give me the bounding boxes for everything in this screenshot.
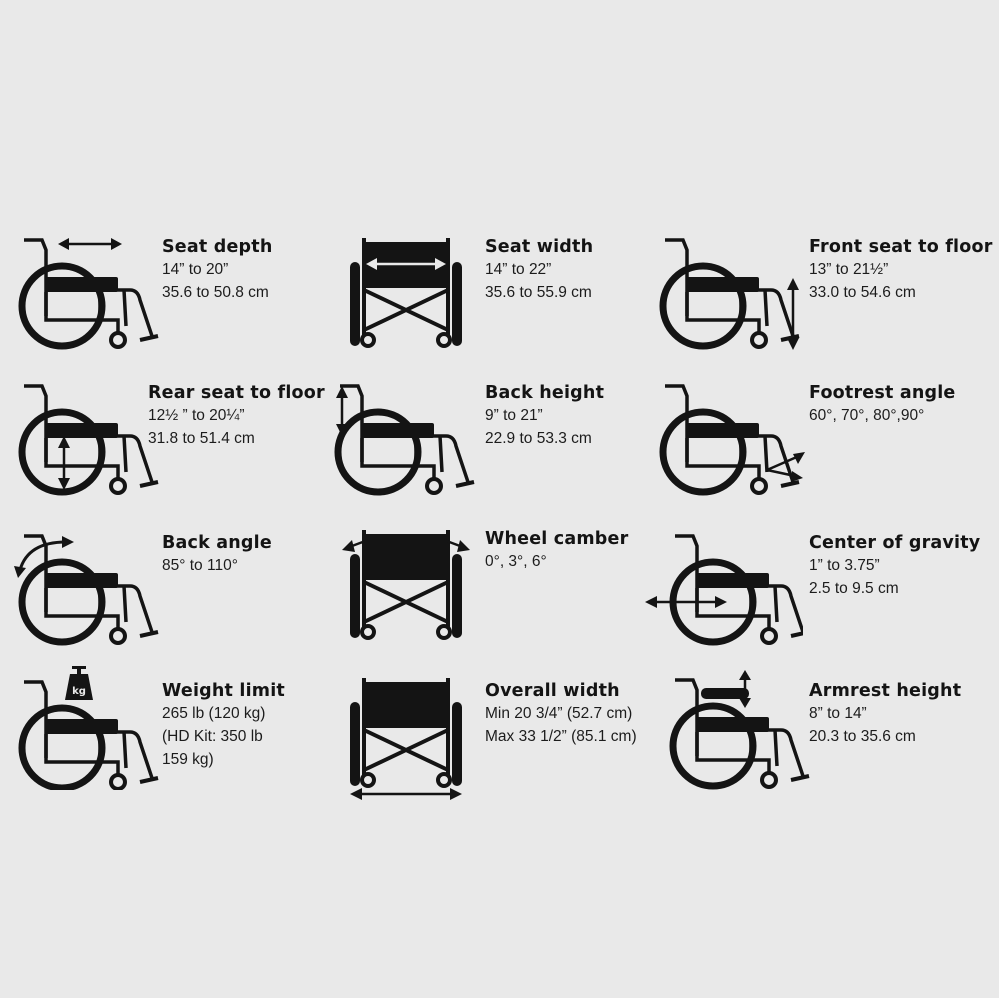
spec-rear-seat-to-floor: Rear seat to floor 12½ ” to 20¼” 31.8 to…	[14, 382, 344, 512]
spec-value: 9” to 21”	[485, 407, 543, 424]
spec-value: 12½ ” to 20¼”	[148, 407, 245, 424]
spec-value: 85° to 110°	[162, 557, 238, 574]
spec-title: Back angle	[162, 533, 272, 553]
wheel-camber-icon	[340, 528, 500, 658]
spec-title: Weight limit	[162, 681, 285, 701]
spec-title: Seat depth	[162, 237, 273, 257]
spec-value: 60°, 70°, 80°,90°	[809, 407, 925, 424]
footrest-angle-icon	[655, 382, 815, 512]
spec-value: 14” to 20”	[162, 261, 229, 278]
seat-width-icon	[340, 236, 500, 366]
spec-value: 265 lb (120 kg)	[162, 705, 266, 722]
spec-title: Seat width	[485, 237, 594, 257]
spec-value: 35.6 to 50.8 cm	[162, 284, 269, 301]
seat-depth-icon	[14, 236, 174, 366]
spec-seat-width: Seat width 14” to 22” 35.6 to 55.9 cm	[340, 236, 670, 366]
spec-value: 8” to 14”	[809, 705, 867, 722]
spec-value: 159 kg)	[162, 751, 214, 768]
spec-armrest-height: Armrest height 8” to 14” 20.3 to 35.6 cm	[655, 666, 985, 796]
spec-seat-depth: Seat depth 14” to 20” 35.6 to 50.8 cm	[14, 236, 344, 366]
spec-title: Front seat to floor	[809, 237, 993, 257]
spec-title: Center of gravity	[809, 533, 981, 553]
spec-value: Max 33 1/2” (85.1 cm)	[485, 728, 637, 745]
spec-center-of-gravity: Center of gravity 1” to 3.75” 2.5 to 9.5…	[643, 532, 980, 662]
spec-value: 0°, 3°, 6°	[485, 553, 547, 570]
spec-value: 13” to 21½”	[809, 261, 889, 278]
front-seat-to-floor-icon	[655, 236, 815, 366]
spec-title: Overall width	[485, 681, 620, 701]
spec-value: 35.6 to 55.9 cm	[485, 284, 592, 301]
spec-value: 2.5 to 9.5 cm	[809, 580, 899, 597]
spec-wheel-camber: Wheel camber 0°, 3°, 6°	[340, 528, 670, 658]
spec-front-seat-to-floor: Front seat to floor 13” to 21½” 33.0 to …	[655, 236, 992, 366]
spec-title: Rear seat to floor	[148, 383, 325, 403]
spec-value: 33.0 to 54.6 cm	[809, 284, 916, 301]
spec-value: 1” to 3.75”	[809, 557, 880, 574]
rear-seat-to-floor-icon	[14, 382, 174, 512]
spec-footrest-angle: Footrest angle 60°, 70°, 80°,90°	[655, 382, 985, 512]
spec-title: Footrest angle	[809, 383, 956, 403]
back-height-icon	[330, 382, 490, 512]
center-of-gravity-icon	[643, 532, 803, 662]
weight-limit-icon: kg	[14, 660, 174, 790]
spec-value: 22.9 to 53.3 cm	[485, 430, 592, 447]
weight-badge: kg	[72, 686, 86, 697]
spec-title: Back height	[485, 383, 605, 403]
spec-title: Wheel camber	[485, 529, 629, 549]
spec-back-height: Back height 9” to 21” 22.9 to 53.3 cm	[330, 382, 660, 512]
spec-title: Armrest height	[809, 681, 962, 701]
spec-value: 20.3 to 35.6 cm	[809, 728, 916, 745]
overall-width-icon	[340, 676, 500, 806]
spec-value: 14” to 22”	[485, 261, 552, 278]
spec-value: Min 20 3/4” (52.7 cm)	[485, 705, 633, 722]
spec-overall-width: Overall width Min 20 3/4” (52.7 cm) Max …	[340, 676, 670, 806]
armrest-height-icon	[655, 666, 815, 796]
spec-value: (HD Kit: 350 lb	[162, 728, 263, 745]
spec-weight-limit: kg Weight limit 265 lb (120 kg) (HD Kit:…	[14, 660, 344, 790]
spec-back-angle: Back angle 85° to 110°	[14, 532, 344, 662]
spec-value: 31.8 to 51.4 cm	[148, 430, 255, 447]
back-angle-icon	[14, 532, 174, 662]
